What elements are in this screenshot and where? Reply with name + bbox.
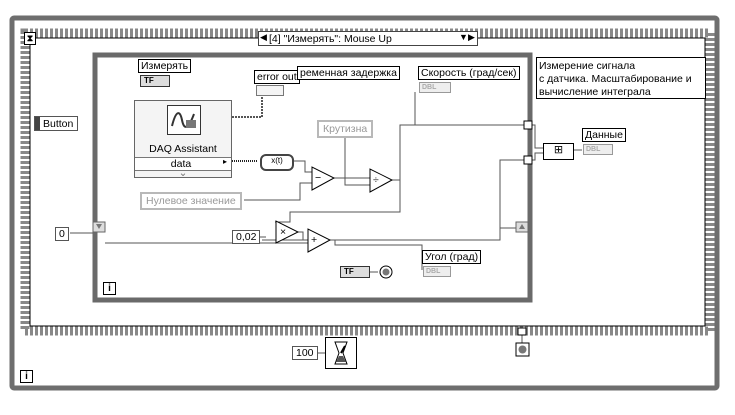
add-node xyxy=(307,228,332,253)
data-indicator[interactable]: DBL xyxy=(583,144,613,155)
comment-line-1: Измерение сигнала xyxy=(539,60,636,72)
comment-box: Измерение сигнала с датчика. Масштабиров… xyxy=(536,57,706,99)
daq-data-port[interactable]: data xyxy=(170,158,192,170)
event-case-selector[interactable]: ◀ [4] "Измерять": Mouse Up ▼ ▶ xyxy=(258,31,478,46)
button-terminal[interactable]: Button xyxy=(34,116,78,131)
comment-line-3: вычисление интеграла xyxy=(539,86,651,98)
stop-boolean-terminal[interactable]: TF xyxy=(340,266,370,278)
port-arrow-icon: ▸ xyxy=(223,157,228,166)
daq-assistant[interactable]: DAQ Assistant data ▸ ⌄ xyxy=(134,100,232,179)
zero-value-control[interactable]: Нулевое значение xyxy=(140,192,242,210)
daq-assistant-icon xyxy=(167,105,201,135)
wait-ms-icon[interactable] xyxy=(325,337,357,369)
izmeryat-terminal[interactable]: TF xyxy=(140,75,170,87)
daq-assistant-title: DAQ Assistant xyxy=(149,143,217,155)
divide-glyph: ÷ xyxy=(373,174,379,186)
izmeryat-label: Измерять xyxy=(138,59,192,73)
inner-while-loop xyxy=(92,52,533,303)
shift-init-constant[interactable]: 0 xyxy=(55,227,69,241)
increment-arrow-icon[interactable]: ▶ xyxy=(468,32,475,42)
wait-constant[interactable]: 100 xyxy=(292,346,318,360)
comment-line-2: с датчика. Масштабирование и xyxy=(539,73,692,85)
expand-chevron-icon[interactable]: ⌄ xyxy=(178,167,188,179)
hourglass-icon: ⧗ xyxy=(24,32,36,45)
error-out-terminal[interactable] xyxy=(256,85,284,96)
dropdown-arrow-icon[interactable]: ▼ xyxy=(459,32,468,42)
inner-loop-iteration: i xyxy=(103,282,116,295)
decrement-arrow-icon[interactable]: ◀ xyxy=(260,32,267,42)
add-glyph: + xyxy=(311,234,318,246)
speed-label: Скорость (град/сек) xyxy=(418,66,520,80)
error-out-label: error out xyxy=(254,70,300,84)
divide-node xyxy=(369,168,394,193)
time-delay-label: ременная задержка xyxy=(297,66,400,80)
data-label: Данные xyxy=(582,128,626,142)
multiply-glyph: × xyxy=(280,226,287,238)
angle-label: Угол (град) xyxy=(422,250,482,264)
build-array-node[interactable]: ⊞ xyxy=(543,143,574,160)
speed-indicator[interactable]: DBL xyxy=(419,82,451,93)
outer-loop-iteration: i xyxy=(20,370,33,383)
angle-indicator[interactable]: DBL xyxy=(423,266,451,277)
event-case-label: [4] "Измерять": Mouse Up xyxy=(269,33,392,45)
outer-while-loop xyxy=(9,15,720,391)
subtract-node xyxy=(311,166,336,191)
multiply-node xyxy=(275,220,300,244)
waveform-terminal[interactable]: x(t) xyxy=(260,154,294,171)
button-terminal-label: Button xyxy=(43,118,74,130)
subtract-glyph: − xyxy=(315,172,322,184)
steepness-control[interactable]: Крутизна xyxy=(317,120,374,138)
coefficient-constant[interactable]: 0,02 xyxy=(232,230,261,244)
